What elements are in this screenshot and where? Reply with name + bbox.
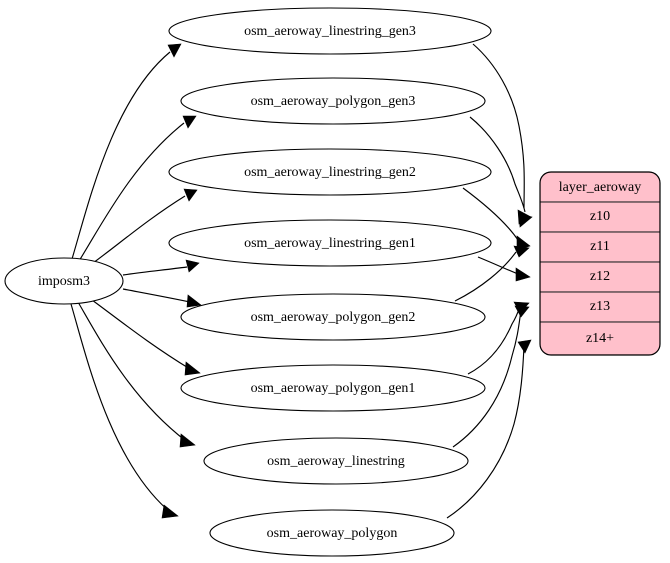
osm_aeroway_linestring_gen1-label: osm_aeroway_linestring_gen1 xyxy=(244,236,416,251)
osm_aeroway_linestring-label: osm_aeroway_linestring xyxy=(267,454,405,469)
table-row-z13-label: z13 xyxy=(590,299,610,314)
osm_aeroway_linestring_gen2-label: osm_aeroway_linestring_gen2 xyxy=(244,165,416,180)
edge-osm_aeroway_polygon_gen3-to-z10 xyxy=(469,116,533,228)
edge-imposm3-to-osm_aeroway_linestring xyxy=(77,301,196,448)
edge-imposm3-to-osm_aeroway_polygon_gen2 xyxy=(122,288,202,308)
osm_aeroway_linestring_gen3-ellipse[interactable] xyxy=(168,7,492,55)
imposm3-label: imposm3 xyxy=(38,274,90,289)
edge-group-tables-to-layer xyxy=(446,43,533,519)
table-row-z13[interactable] xyxy=(540,291,660,323)
table-row-z14[interactable] xyxy=(540,321,660,355)
edge-imposm3-to-osm_aeroway_polygon_gen3 xyxy=(78,115,197,262)
osm_aeroway_polygon_gen1-label: osm_aeroway_polygon_gen1 xyxy=(251,381,416,396)
edge-osm_aeroway_polygon-to-z14 xyxy=(446,339,532,519)
table-row-z14-label: z14+ xyxy=(586,331,614,346)
osm_aeroway_linestring_gen3-label: osm_aeroway_linestring_gen3 xyxy=(244,24,416,39)
node-osm_aeroway_polygon[interactable]: osm_aeroway_polygon xyxy=(209,509,455,557)
table-header-label: layer_aeroway xyxy=(559,180,641,195)
osm_aeroway_polygon-label: osm_aeroway_polygon xyxy=(267,526,398,541)
table-row-z10-label: z10 xyxy=(590,209,610,224)
osm_aeroway_linestring_gen2-ellipse[interactable] xyxy=(168,148,492,196)
node-layer_aeroway-table[interactable]: layer_aeroway z10 z11 z12 z13 z14+ xyxy=(539,171,661,356)
node-osm_aeroway_linestring[interactable]: osm_aeroway_linestring xyxy=(203,437,469,485)
table-row-z11[interactable] xyxy=(540,231,660,263)
osm_aeroway_polygon_gen1-ellipse[interactable] xyxy=(180,364,486,412)
edge-osm_aeroway_linestring_gen1-to-z12 xyxy=(477,256,531,282)
node-osm_aeroway_linestring_gen1[interactable]: osm_aeroway_linestring_gen1 xyxy=(168,219,492,267)
table-row-z12[interactable] xyxy=(540,261,660,293)
imposm3-ellipse[interactable] xyxy=(4,257,124,305)
osm_aeroway_polygon-ellipse[interactable] xyxy=(209,509,455,557)
edge-imposm3-to-osm_aeroway_polygon_gen1 xyxy=(91,299,201,376)
osm_aeroway_linestring_gen1-ellipse[interactable] xyxy=(168,219,492,267)
edge-imposm3-to-osm_aeroway_polygon xyxy=(70,303,179,519)
edge-imposm3-to-osm_aeroway_linestring_gen1 xyxy=(122,259,200,276)
table-row-z12-label: z12 xyxy=(590,269,610,284)
node-osm_aeroway_linestring_gen3[interactable]: osm_aeroway_linestring_gen3 xyxy=(168,7,492,55)
node-osm_aeroway_linestring_gen2[interactable]: osm_aeroway_linestring_gen2 xyxy=(168,148,492,196)
edge-osm_aeroway_linestring-to-z13 xyxy=(452,305,530,448)
node-osm_aeroway_polygon_gen1[interactable]: osm_aeroway_polygon_gen1 xyxy=(180,364,486,412)
table-border xyxy=(539,171,661,356)
node-osm_aeroway_polygon_gen2[interactable]: osm_aeroway_polygon_gen2 xyxy=(180,293,486,341)
edge-imposm3-to-osm_aeroway_linestring_gen2 xyxy=(92,188,198,264)
node-imposm3[interactable]: imposm3 xyxy=(4,257,124,305)
edge-group-source-to-tables xyxy=(70,43,202,519)
node-osm_aeroway_polygon_gen3[interactable]: osm_aeroway_polygon_gen3 xyxy=(180,77,486,125)
osm_aeroway_polygon_gen3-label: osm_aeroway_polygon_gen3 xyxy=(251,94,416,109)
osm_aeroway_polygon_gen3-ellipse[interactable] xyxy=(180,77,486,125)
table-row-z10[interactable] xyxy=(540,201,660,233)
edge-osm_aeroway_polygon_gen2-to-z11 xyxy=(454,245,530,302)
table-row-z11-label: z11 xyxy=(590,239,610,254)
osm_aeroway_polygon_gen2-ellipse[interactable] xyxy=(180,293,486,341)
osm_aeroway_linestring-ellipse[interactable] xyxy=(203,437,469,485)
osm_aeroway_polygon_gen2-label: osm_aeroway_polygon_gen2 xyxy=(251,310,416,325)
edge-imposm3-to-osm_aeroway_linestring_gen3 xyxy=(71,43,182,260)
